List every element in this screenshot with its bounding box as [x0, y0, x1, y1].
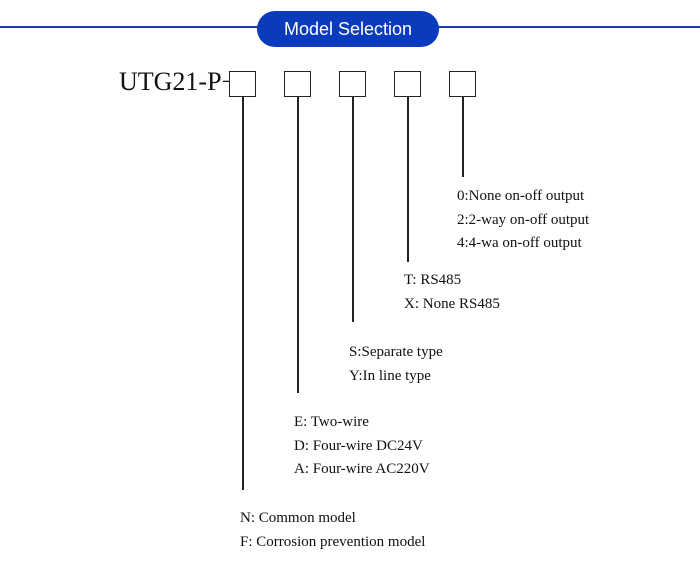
header-rule-left	[0, 26, 260, 28]
option-item: T: RS485	[404, 272, 462, 288]
option-item: 2:2-way on-off output	[457, 211, 590, 228]
section-title: Model Selection	[283, 18, 413, 39]
code-box-4	[394, 71, 421, 97]
option-item: E: Two-wire	[294, 414, 369, 430]
code-box-3	[339, 71, 366, 97]
section-title-badge: Model Selection	[257, 11, 439, 47]
option-item: D: Four-wire DC24V	[294, 437, 423, 454]
option-item: X: None RS485	[404, 295, 500, 312]
code-box-1	[229, 71, 256, 97]
leader-line-4	[407, 97, 409, 262]
option-item: A: Four-wire AC220V	[294, 461, 430, 477]
option-item: 4:4-wa on-off output	[457, 235, 582, 251]
options-position-2: E: Two-wire D: Four-wire DC24V A: Four-w…	[294, 411, 430, 482]
option-item: S:Separate type	[349, 344, 443, 360]
model-code-prefix: UTG21-P−	[119, 67, 237, 96]
option-item: N: Common model	[240, 510, 356, 526]
header-rule-right	[436, 26, 700, 28]
options-position-4: T: RS485 X: None RS485	[404, 269, 500, 316]
leader-line-3	[352, 97, 354, 322]
option-item: F: Corrosion prevention model	[240, 533, 426, 550]
option-item: 0:None on-off output	[457, 188, 585, 204]
code-box-2	[284, 71, 311, 97]
options-position-1: N: Common model F: Corrosion prevention …	[240, 507, 425, 554]
leader-line-5	[462, 97, 464, 177]
options-position-5: 0:None on-off output 2:2-way on-off outp…	[457, 185, 589, 256]
leader-line-2	[297, 97, 299, 393]
leader-line-1	[242, 97, 244, 490]
option-item: Y:In line type	[349, 367, 431, 384]
code-box-5	[449, 71, 476, 97]
options-position-3: S:Separate type Y:In line type	[349, 341, 443, 388]
